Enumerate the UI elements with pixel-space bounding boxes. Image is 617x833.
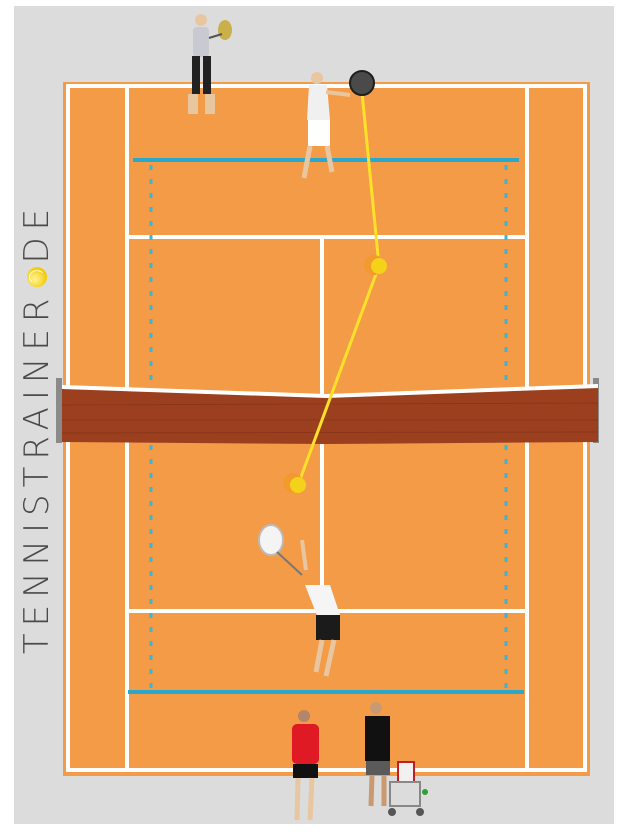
logo: TENNISTRAINER DE [10, 133, 64, 723]
tennis-ball-icon [27, 268, 47, 288]
logo-text: TENNISTRAINER DE [17, 202, 57, 654]
logo-prefix: TENNISTRAINER [17, 292, 57, 655]
logo-suffix: DE [17, 202, 57, 264]
